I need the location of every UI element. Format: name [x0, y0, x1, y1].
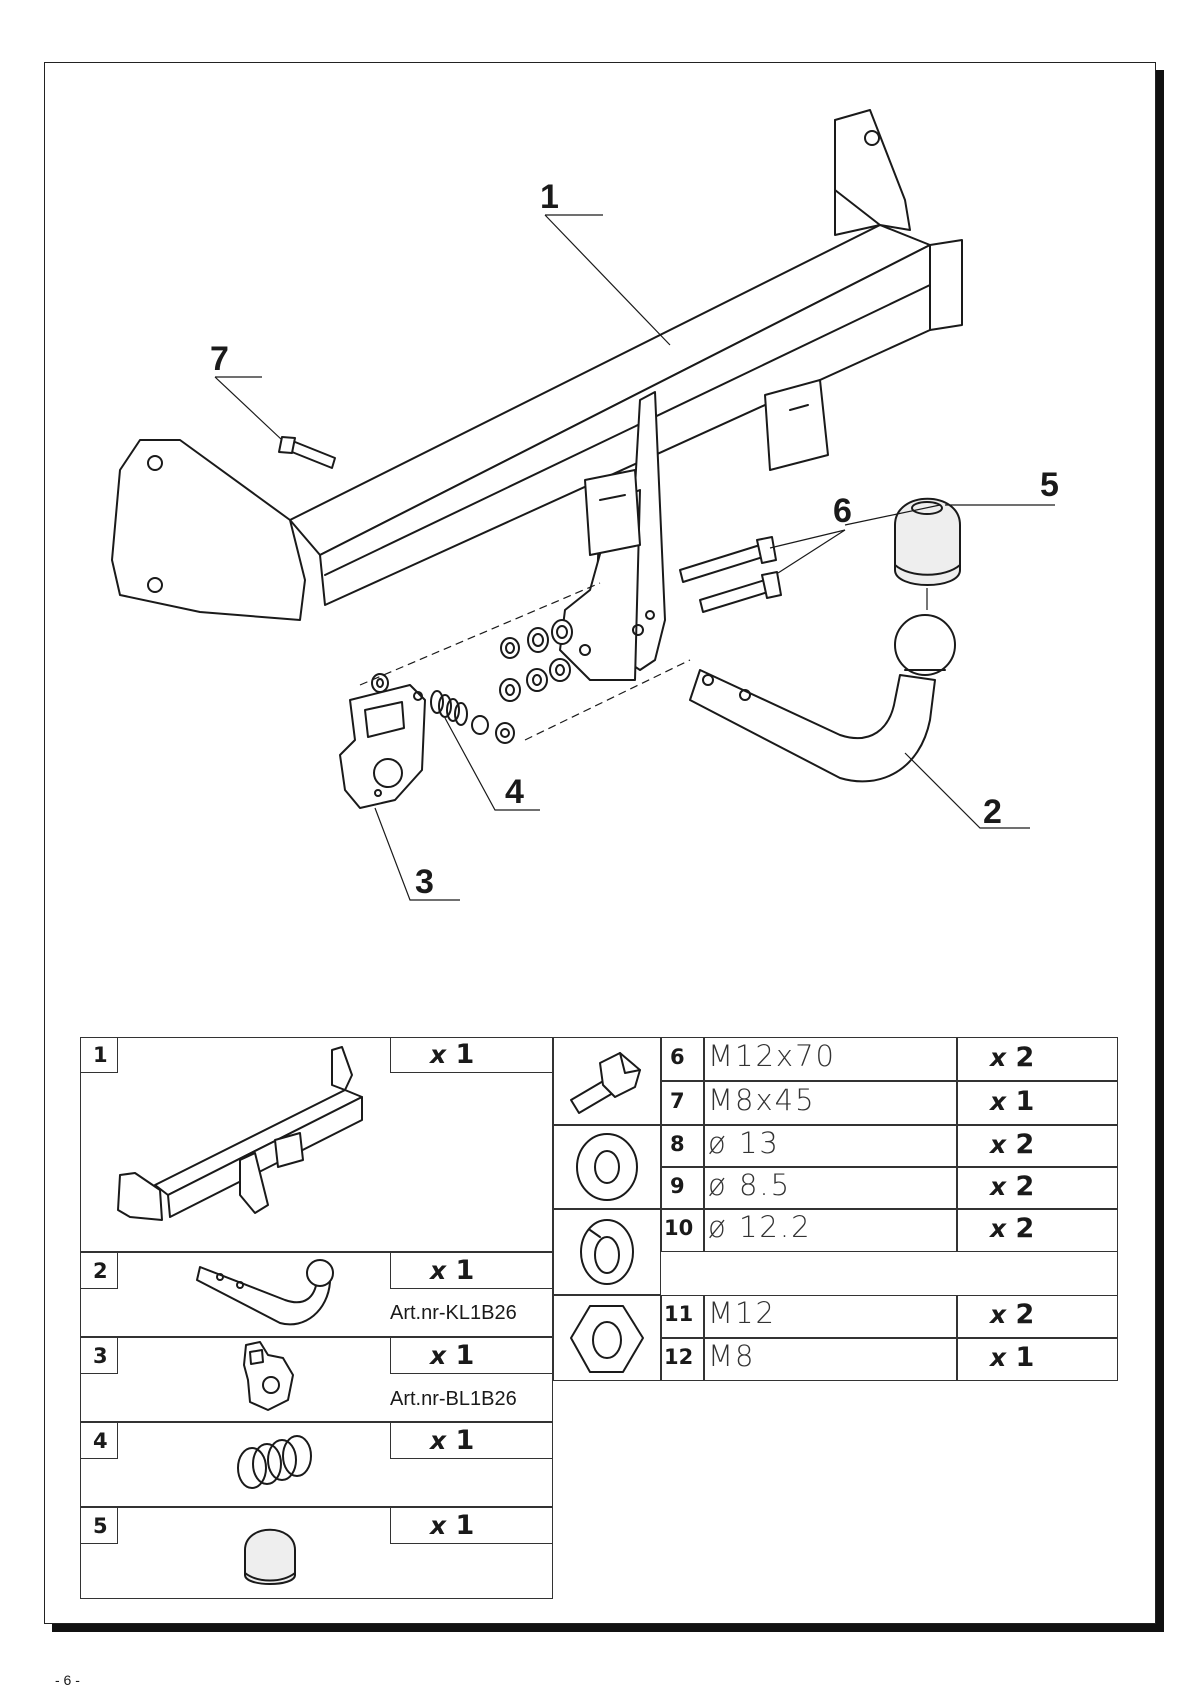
socket-plate-icon	[243, 1341, 294, 1411]
spring-icon	[237, 1435, 312, 1489]
part-number: 10	[664, 1216, 694, 1240]
part-qty: x 1	[430, 1510, 475, 1541]
tow-bar-icon	[117, 1046, 363, 1221]
tow-bar-drawing	[111, 109, 963, 681]
callout-4: 4	[505, 773, 524, 811]
part-num-box	[661, 1037, 704, 1081]
qty-box	[957, 1081, 1118, 1125]
part-num-box	[80, 1422, 118, 1459]
qty-box	[957, 1125, 1118, 1167]
part-qty: x 2	[990, 1171, 1035, 1202]
qty-box	[390, 1422, 553, 1459]
part-number: 4	[93, 1429, 108, 1453]
part-qty: x 1	[430, 1039, 475, 1070]
bolt-icon	[570, 1052, 641, 1114]
part-num-box	[80, 1507, 118, 1544]
part-qty: x 1	[990, 1342, 1035, 1373]
ball-cap-icon	[244, 1528, 296, 1585]
part-qty: x 1	[430, 1425, 475, 1456]
part-num-box	[80, 1037, 118, 1073]
callout-1: 1	[540, 178, 559, 216]
part-number: 3	[93, 1344, 108, 1368]
part-num-box	[661, 1338, 704, 1381]
spec-box	[704, 1081, 957, 1125]
qty-box	[390, 1507, 553, 1544]
socket-plate-drawing	[339, 684, 426, 809]
part-spec: M8	[708, 1339, 756, 1373]
nut-icon	[570, 1305, 644, 1373]
part-number: 11	[664, 1302, 694, 1326]
bolts-drawing	[679, 536, 782, 613]
spec-box	[704, 1125, 957, 1167]
part-number: 12	[664, 1345, 694, 1369]
callout-2: 2	[983, 793, 1002, 831]
part-spec: ø 12.2	[708, 1210, 812, 1244]
qty-box	[957, 1209, 1118, 1252]
part-spec: ø 13	[708, 1126, 780, 1160]
part-num-box	[80, 1252, 118, 1289]
article-number: Art.nr-BL1B26	[390, 1388, 517, 1410]
part-spec: ø 8.5	[708, 1168, 792, 1202]
ball-cap-drawing	[894, 497, 961, 586]
callout-5: 5	[1040, 466, 1059, 504]
part-num-box	[661, 1295, 704, 1338]
part-spec: M12	[708, 1296, 776, 1330]
spec-box	[704, 1167, 957, 1209]
spec-box	[704, 1295, 957, 1338]
callout-7: 7	[210, 340, 229, 378]
qty-box	[957, 1295, 1118, 1338]
part-number: 5	[93, 1514, 108, 1538]
part-number: 9	[670, 1174, 685, 1198]
part-number: 1	[93, 1043, 108, 1067]
part-qty: x 2	[990, 1129, 1035, 1160]
spring-washer-icon	[580, 1219, 634, 1285]
spec-box	[704, 1209, 957, 1252]
spec-box	[704, 1037, 957, 1081]
part-qty: x 1	[430, 1340, 475, 1371]
part-qty: x 2	[990, 1299, 1035, 1330]
spec-box	[704, 1338, 957, 1381]
part-num-box	[661, 1125, 704, 1167]
ball-neck-icon	[196, 1259, 334, 1326]
qty-box	[957, 1037, 1118, 1081]
callout-3: 3	[415, 863, 434, 901]
part-qty: x 1	[990, 1086, 1035, 1117]
part-number: 6	[670, 1045, 685, 1069]
bolt-7-drawing	[278, 436, 336, 469]
qty-box	[957, 1167, 1118, 1209]
qty-box	[390, 1037, 553, 1073]
spring-drawing	[430, 690, 468, 726]
part-number: 7	[670, 1089, 685, 1113]
part-num-box	[661, 1081, 704, 1125]
washer-icon	[576, 1133, 638, 1201]
qty-box	[390, 1252, 553, 1289]
page-number: - 6 -	[55, 1672, 80, 1688]
qty-box	[957, 1338, 1118, 1381]
article-number: Art.nr-KL1B26	[390, 1302, 517, 1324]
part-number: 2	[93, 1259, 108, 1283]
part-qty: x 2	[990, 1042, 1035, 1073]
part-num-box	[661, 1167, 704, 1209]
ball-neck-drawing	[689, 614, 956, 783]
part-qty: x 1	[430, 1255, 475, 1286]
part-number: 8	[670, 1132, 685, 1156]
qty-box	[390, 1337, 553, 1374]
part-num-box	[80, 1337, 118, 1374]
part-spec: M8x45	[708, 1083, 816, 1117]
assembly-drawing: 1 2 3 4 5 6 7	[111, 109, 1059, 901]
callout-6: 6	[833, 492, 852, 530]
part-spec: M12x70	[708, 1039, 836, 1073]
part-qty: x 2	[990, 1213, 1035, 1244]
part-num-box	[661, 1209, 704, 1252]
